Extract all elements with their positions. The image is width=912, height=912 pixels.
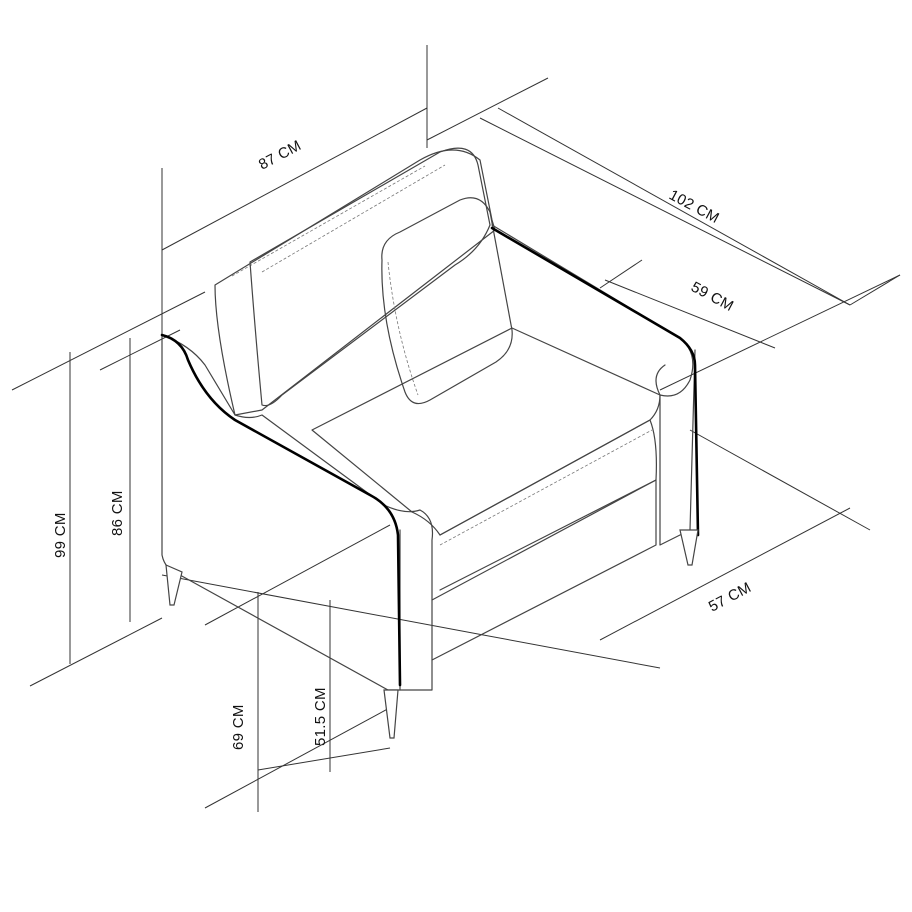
label-width: 87 CM bbox=[256, 137, 304, 173]
dim-line-top-depth-start bbox=[497, 107, 851, 306]
label-seat-height: 51.5 CM bbox=[312, 687, 329, 746]
label-seat-width: 57 CM bbox=[706, 579, 754, 615]
right-armrest bbox=[491, 224, 694, 397]
throw-pillow-seam bbox=[387, 261, 419, 396]
dim-line-seat-depth bbox=[604, 279, 776, 349]
back-cushion-seam bbox=[261, 164, 446, 273]
dim-line-seat-depth-tick bbox=[599, 259, 643, 289]
dim-line-depth-end bbox=[849, 274, 901, 306]
seat-base-front bbox=[431, 479, 657, 661]
throw-pillow bbox=[381, 197, 513, 405]
label-total-height: 99 CM bbox=[52, 512, 69, 558]
armchair bbox=[160, 147, 700, 739]
dim-line-floor-right bbox=[599, 507, 851, 641]
dim-line-floor-right-2 bbox=[689, 429, 871, 531]
dim-line-right-floor bbox=[659, 274, 901, 391]
label-back-height: 86 CM bbox=[109, 490, 126, 536]
dim-line-top-back-rail bbox=[426, 77, 549, 141]
dim-line-left-top bbox=[11, 291, 206, 391]
label-seat-depth: 59 CM bbox=[688, 279, 736, 315]
seat-cushion-seam bbox=[439, 429, 653, 546]
right-arm-side bbox=[659, 349, 696, 546]
back-left-leg bbox=[165, 564, 183, 606]
backrest-frame-seam bbox=[231, 165, 426, 277]
dim-line-floor-diag bbox=[161, 574, 661, 669]
front-right-leg bbox=[679, 529, 699, 566]
dimension-labels: 87 CM 102 CM 59 CM 57 CM 99 CM 86 CM 69 … bbox=[52, 137, 754, 750]
backrest-frame bbox=[214, 149, 496, 416]
left-arm-edge bbox=[160, 333, 402, 687]
seat-cushion-front bbox=[439, 419, 657, 591]
dim-line-depth bbox=[479, 117, 851, 306]
left-arm-side bbox=[161, 334, 401, 691]
dimension-lines bbox=[11, 45, 901, 812]
dim-line-width bbox=[161, 107, 428, 251]
front-left-leg bbox=[383, 689, 399, 739]
dim-line-floor-front-left bbox=[204, 524, 391, 626]
right-arm-edge bbox=[490, 226, 700, 537]
dim-line-floor-front bbox=[204, 704, 396, 809]
dim-line-left-bottom bbox=[29, 617, 163, 687]
back-cushion bbox=[249, 147, 491, 407]
label-arm-height: 69 CM bbox=[230, 704, 247, 750]
dim-line-floor-front-2 bbox=[257, 747, 391, 771]
